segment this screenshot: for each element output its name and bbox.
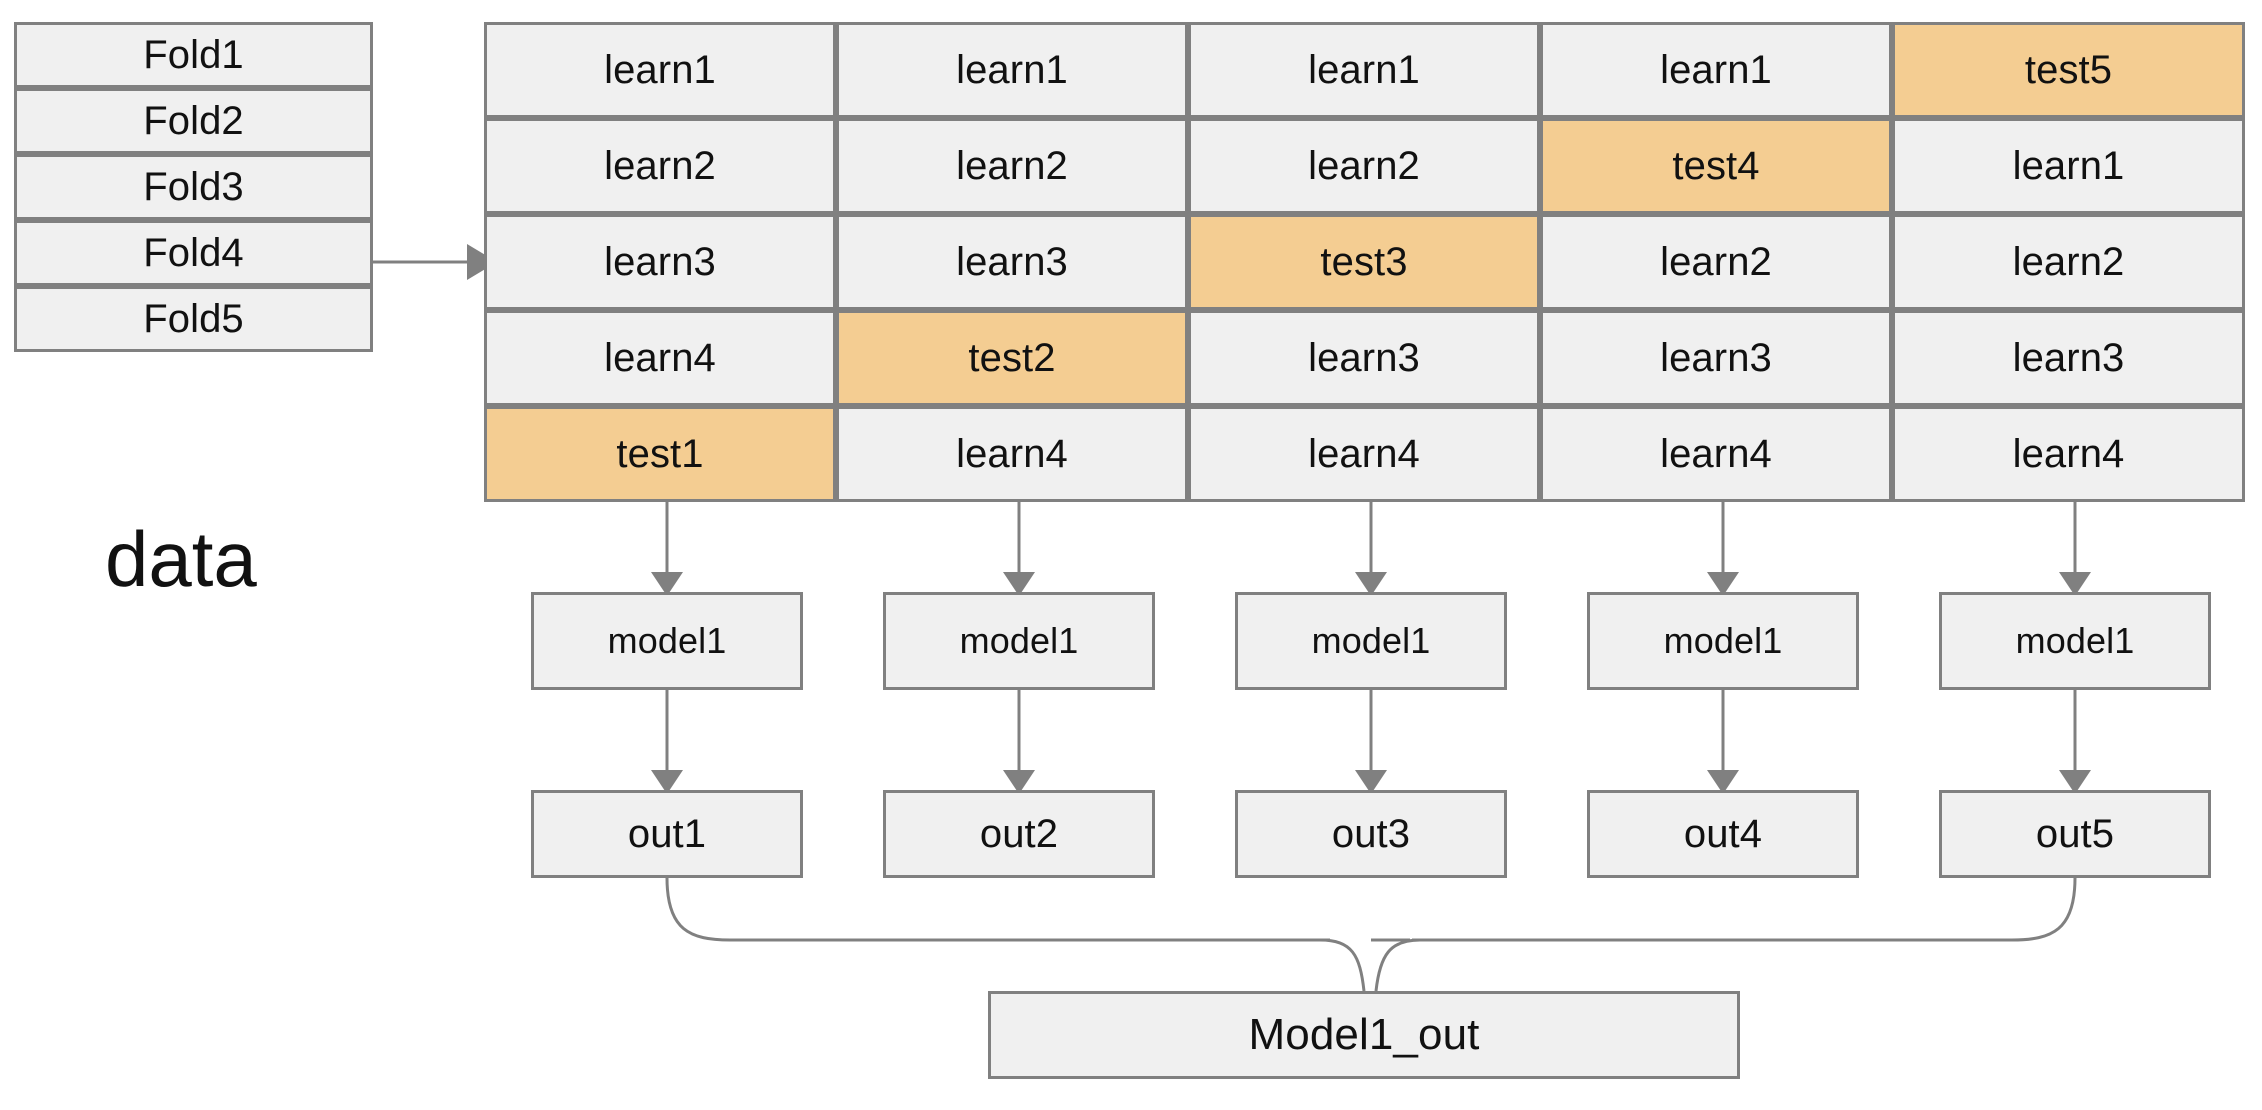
grid-cell[interactable]: learn3 <box>484 214 836 310</box>
grid-cell-label: learn2 <box>2012 240 2125 284</box>
grid-cell[interactable]: learn2 <box>1188 118 1540 214</box>
grid-cell-test[interactable]: test4 <box>1540 118 1892 214</box>
output-label: out3 <box>1331 812 1411 856</box>
grid-cell-test[interactable]: test3 <box>1188 214 1540 310</box>
grid-cell-test[interactable]: test1 <box>484 406 836 502</box>
grid-cell-label: learn3 <box>956 240 1068 284</box>
arrow-fold4-to-model4 <box>1707 500 1739 596</box>
grid-cell[interactable]: learn1 <box>1892 118 2245 214</box>
arrow-model2-to-out2 <box>1003 690 1035 794</box>
model-box[interactable]: model1 <box>531 592 803 690</box>
arrow-model4-to-out4 <box>1707 690 1739 794</box>
grid-cell-label: learn4 <box>1308 432 1420 476</box>
grid-cell[interactable]: learn3 <box>1188 310 1540 406</box>
fold-label: Fold3 <box>143 165 244 209</box>
grid-cell[interactable]: learn3 <box>1892 310 2245 406</box>
fold-item[interactable]: Fold3 <box>14 154 373 220</box>
fold-label: Fold1 <box>143 33 244 77</box>
grid-cell-label: test1 <box>616 432 704 476</box>
grid-cell[interactable]: learn2 <box>1892 214 2245 310</box>
grid-cell-label: learn2 <box>1660 240 1772 284</box>
grid-cell[interactable]: learn4 <box>1188 406 1540 502</box>
grid-cell[interactable]: learn2 <box>484 118 836 214</box>
output-label: out2 <box>979 812 1059 856</box>
output-box[interactable]: out3 <box>1235 790 1507 878</box>
grid-cell-label: learn4 <box>1660 432 1772 476</box>
grid-cell-label: learn2 <box>604 144 716 188</box>
model-box[interactable]: model1 <box>1235 592 1507 690</box>
fold-item[interactable]: Fold5 <box>14 286 373 352</box>
grid-cell-label: learn4 <box>604 336 716 380</box>
grid-cell-label: test3 <box>1320 240 1408 284</box>
final-output-box[interactable]: Model1_out <box>988 991 1740 1079</box>
grid-cell[interactable]: learn4 <box>1892 406 2245 502</box>
model-label: model1 <box>1663 620 1783 661</box>
grid-cell-label: learn1 <box>604 48 716 92</box>
model-box[interactable]: model1 <box>1587 592 1859 690</box>
grid-cell-label: learn3 <box>604 240 716 284</box>
output-box[interactable]: out1 <box>531 790 803 878</box>
grid-cell[interactable]: learn2 <box>1540 214 1892 310</box>
grid-cell-label: learn2 <box>956 144 1068 188</box>
grid-cell-label: learn3 <box>1660 336 1772 380</box>
grid-cell-label: learn3 <box>2012 336 2125 380</box>
output-box[interactable]: out4 <box>1587 790 1859 878</box>
fold-item[interactable]: Fold4 <box>14 220 373 286</box>
arrow-fold2-to-model2 <box>1003 500 1035 596</box>
grid-cell[interactable]: learn4 <box>836 406 1188 502</box>
fold-item[interactable]: Fold1 <box>14 22 373 88</box>
fold-label: Fold5 <box>143 297 244 341</box>
grid-cell[interactable]: learn1 <box>484 22 836 118</box>
grid-cell-label: test5 <box>2024 48 2113 92</box>
output-box[interactable]: out5 <box>1939 790 2211 878</box>
grid-cell-label: test2 <box>968 336 1056 380</box>
arrow-fold1-to-model1 <box>651 500 683 596</box>
grid-cell-test[interactable]: test2 <box>836 310 1188 406</box>
fold-label: Fold4 <box>143 231 244 275</box>
grid-cell-label: learn1 <box>956 48 1068 92</box>
grid-cell[interactable]: learn1 <box>1540 22 1892 118</box>
grid-cell[interactable]: learn1 <box>836 22 1188 118</box>
model-label: model1 <box>2015 620 2135 661</box>
data-caption: data <box>105 515 257 603</box>
grid-cell-label: learn4 <box>2012 432 2125 476</box>
model-box[interactable]: model1 <box>883 592 1155 690</box>
model-box[interactable]: model1 <box>1939 592 2211 690</box>
grid-cell-label: learn3 <box>1308 336 1420 380</box>
arrow-fold5-to-model5 <box>2059 500 2091 596</box>
arrow-model5-to-out5 <box>2059 690 2091 794</box>
final-output-label: Model1_out <box>1248 1010 1480 1059</box>
fold-item[interactable]: Fold2 <box>14 88 373 154</box>
model-label: model1 <box>959 620 1079 661</box>
grid-cell-label: learn1 <box>2012 144 2125 188</box>
grid-cell-label: learn1 <box>1308 48 1420 92</box>
output-label: out1 <box>627 812 707 856</box>
grid-cell-test[interactable]: test5 <box>1892 22 2245 118</box>
grid-cell[interactable]: learn3 <box>1540 310 1892 406</box>
grid-cell-label: learn4 <box>956 432 1068 476</box>
grid-cell[interactable]: learn4 <box>1540 406 1892 502</box>
arrow-data-to-grid <box>373 244 497 280</box>
arrow-model1-to-out1 <box>651 690 683 794</box>
grid-cell-label: learn2 <box>1308 144 1420 188</box>
grid-cell[interactable]: learn3 <box>836 214 1188 310</box>
fold-label: Fold2 <box>143 99 244 143</box>
grid-cell[interactable]: learn4 <box>484 310 836 406</box>
arrow-model3-to-out3 <box>1355 690 1387 794</box>
grid-cell-label: test4 <box>1672 144 1760 188</box>
grid-cell[interactable]: learn2 <box>836 118 1188 214</box>
output-box[interactable]: out2 <box>883 790 1155 878</box>
merge-bus-to-final-output <box>665 877 2077 992</box>
output-label: out4 <box>1683 812 1763 856</box>
arrow-fold3-to-model3 <box>1355 500 1387 596</box>
output-label: out5 <box>2035 812 2115 856</box>
model-label: model1 <box>1311 620 1431 661</box>
grid-cell[interactable]: learn1 <box>1188 22 1540 118</box>
grid-cell-label: learn1 <box>1660 48 1772 92</box>
model-label: model1 <box>607 620 727 661</box>
